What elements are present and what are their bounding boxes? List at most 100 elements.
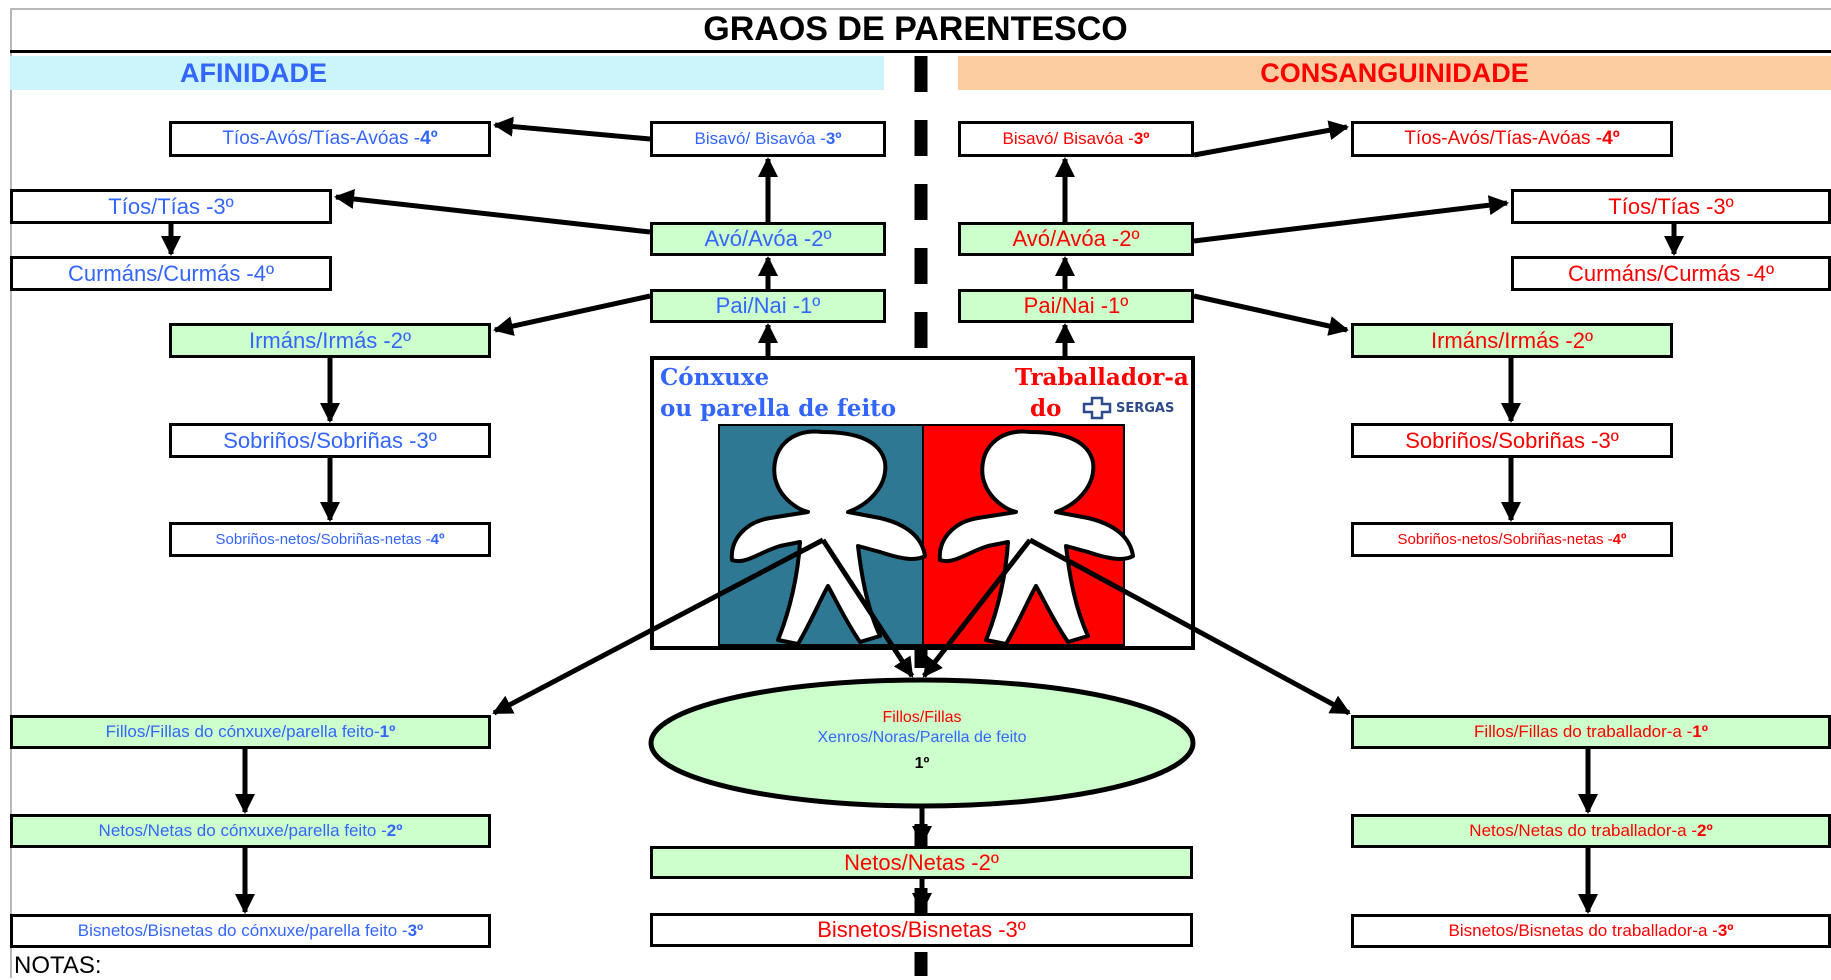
- node-degree: 3º: [416, 427, 437, 453]
- node-label: Bisavó/ Bisavóa -: [1002, 129, 1134, 148]
- node-degree: 4º: [253, 260, 275, 286]
- node-label: Bisnetos/Bisnetas do cónxuxe/parella fei…: [77, 921, 408, 940]
- grandchildren-box: Netos/Netas - 2º: [650, 846, 1193, 879]
- aff-grandparents-box: Avó/Avóa -2º: [650, 222, 886, 256]
- con-grandparents-box: Avó/Avóa -2º: [958, 222, 1194, 256]
- spouse-label-line2: ou parella de feito: [660, 395, 897, 422]
- aff-grandchildren-box: Netos/Netas do cónxuxe/parella feito -2º: [10, 814, 491, 848]
- node-label: Bisnetos/Bisnetas -: [817, 917, 1006, 942]
- node-label: Netos/Netas do traballador-a -: [1469, 821, 1698, 840]
- spouse-label-line1: Cónxuxe: [660, 364, 770, 391]
- consanguinity-header-label: CONSANGUINIDADE: [1260, 57, 1529, 88]
- node-degree: 1º: [1108, 293, 1129, 318]
- aff-great-grandchildren-box: Bisnetos/Bisnetas do cónxuxe/parella fei…: [10, 914, 491, 948]
- node-degree: 3º: [1005, 917, 1026, 942]
- affinity-header-label: AFINIDADE: [180, 57, 327, 88]
- node-degree: 2º: [978, 849, 999, 875]
- con-parents-box: Pai/Nai -1º: [958, 289, 1194, 323]
- notes-label: NOTAS:: [14, 952, 102, 979]
- children-ellipse-text: Fillos/Fillas Xenros/Noras/Parella de fe…: [720, 708, 1124, 774]
- node-degree: 2º: [1572, 327, 1594, 353]
- con-great-uncles-box: Tíos-Avós/Tías-Avóas - 4º: [1351, 121, 1673, 157]
- node-label: Fillos/Fillas do cónxuxe/parella feito-: [105, 722, 380, 741]
- node-degree: 2º: [811, 226, 832, 251]
- con-grandnephews-box: Sobriños-netos/Sobriñas-netas - 4º: [1351, 522, 1673, 557]
- node-label: Netos/Netas do cónxuxe/parella feito -: [98, 821, 387, 840]
- worker-figure-icon: [937, 429, 1135, 646]
- node-degree: 3º: [1713, 193, 1734, 219]
- node-label: Sobriños/Sobriñas -: [223, 427, 417, 453]
- aff-great-uncles-box: Tíos-Avós/Tías-Avóas - 4º: [169, 121, 491, 157]
- node-label: Tíos-Avós/Tías-Avóas -: [222, 128, 421, 149]
- node-degree: 1º: [1692, 722, 1708, 741]
- ellipse-line2: Xenros/Noras/Parella de feito: [817, 729, 1027, 746]
- node-degree: 3º: [825, 129, 842, 148]
- node-label: Pai/Nai -: [1023, 293, 1109, 318]
- node-degree: 2º: [390, 327, 412, 353]
- con-siblings-box: Irmáns/Irmás - 2º: [1351, 323, 1673, 358]
- node-degree: 4º: [430, 531, 445, 548]
- node-degree: 3º: [1717, 921, 1734, 940]
- node-label: Pai/Nai -: [715, 293, 801, 318]
- con-nephews-box: Sobriños/Sobriñas - 3º: [1351, 423, 1673, 458]
- spouse-figure-icon: [729, 429, 927, 646]
- aff-uncles-box: Tíos/Tías - 3º: [10, 189, 332, 224]
- node-degree: 1º: [379, 722, 396, 741]
- aff-nephews-box: Sobriños/Sobriñas - 3º: [169, 423, 491, 458]
- node-degree: 2º: [1697, 821, 1713, 840]
- sergas-logo: SERGAS: [1082, 396, 1174, 420]
- node-label: Sobriños/Sobriñas -: [1405, 427, 1599, 453]
- con-uncles-box: Tíos/Tías - 3º: [1511, 189, 1831, 224]
- node-degree: 3º: [1133, 129, 1150, 148]
- node-degree: 4º: [420, 128, 438, 149]
- outer-frame: [10, 8, 1831, 978]
- worker-label-line2: do: [1030, 395, 1062, 422]
- node-degree: 3º: [1598, 427, 1619, 453]
- con-grandchildren-box: Netos/Netas do traballador-a -2º: [1351, 814, 1831, 848]
- node-label: Sobriños-netos/Sobriñas-netas -: [1397, 531, 1613, 548]
- sergas-cross-icon: [1082, 396, 1112, 420]
- node-label: Fillos/Fillas do traballador-a -: [1474, 722, 1693, 741]
- node-label: Tíos/Tías -: [108, 193, 214, 219]
- node-label: Bisavó/ Bisavóa -: [694, 129, 826, 148]
- worker-label-line1: Traballador-a: [1015, 364, 1189, 391]
- great-grandchildren-box: Bisnetos/Bisnetas -3º: [650, 913, 1193, 947]
- aff-parents-box: Pai/Nai -1º: [650, 289, 886, 323]
- node-degree: 3º: [407, 921, 424, 940]
- aff-children-box: Fillos/Fillas do cónxuxe/parella feito-1…: [10, 715, 491, 749]
- node-degree: 2º: [386, 821, 403, 840]
- con-great-grandchildren-box: Bisnetos/Bisnetas do traballador-a -3º: [1351, 914, 1831, 948]
- node-label: Tíos-Avós/Tías-Avóas -: [1404, 128, 1603, 149]
- node-label: Avó/Avóa -: [1012, 226, 1120, 251]
- node-degree: 4º: [1612, 531, 1627, 548]
- consanguinity-header: CONSANGUINIDADE: [958, 56, 1831, 90]
- node-degree: 1º: [800, 293, 821, 318]
- ellipse-degree: 1º: [914, 755, 930, 772]
- node-degree: 4º: [1602, 128, 1620, 149]
- con-children-box: Fillos/Fillas do traballador-a -1º: [1351, 715, 1831, 749]
- node-label: Irmáns/Irmás -: [248, 327, 391, 353]
- node-degree: 2º: [1119, 226, 1140, 251]
- node-label: Netos/Netas -: [844, 849, 979, 875]
- node-label: Sobriños-netos/Sobriñas-netas -: [215, 531, 431, 548]
- affinity-header: AFINIDADE: [10, 56, 884, 90]
- title-underline: [10, 50, 1831, 53]
- node-label: Bisnetos/Bisnetas do traballador-a -: [1448, 921, 1718, 940]
- node-degree: 4º: [1753, 260, 1775, 286]
- aff-great-grandparents-box: Bisavó/ Bisavóa - 3º: [650, 121, 886, 157]
- con-cousins-box: Curmáns/Curmás - 4º: [1511, 256, 1831, 291]
- page-title: GRAOS DE PARENTESCO: [703, 10, 1128, 48]
- sergas-logo-text: SERGAS: [1116, 400, 1175, 416]
- aff-siblings-box: Irmáns/Irmás -2º: [169, 323, 491, 358]
- node-label: Curmáns/Curmás -: [1567, 260, 1754, 286]
- node-label: Curmáns/Curmás -: [67, 260, 254, 286]
- node-label: Irmáns/Irmás -: [1430, 327, 1573, 353]
- node-label: Avó/Avóa -: [704, 226, 812, 251]
- node-label: Tíos/Tías -: [1608, 193, 1714, 219]
- aff-grandnephews-box: Sobriños-netos/Sobriñas-netas - 4º: [169, 522, 491, 557]
- con-great-grandparents-box: Bisavó/ Bisavóa - 3º: [958, 121, 1194, 157]
- aff-cousins-box: Curmáns/Curmás - 4º: [10, 256, 332, 291]
